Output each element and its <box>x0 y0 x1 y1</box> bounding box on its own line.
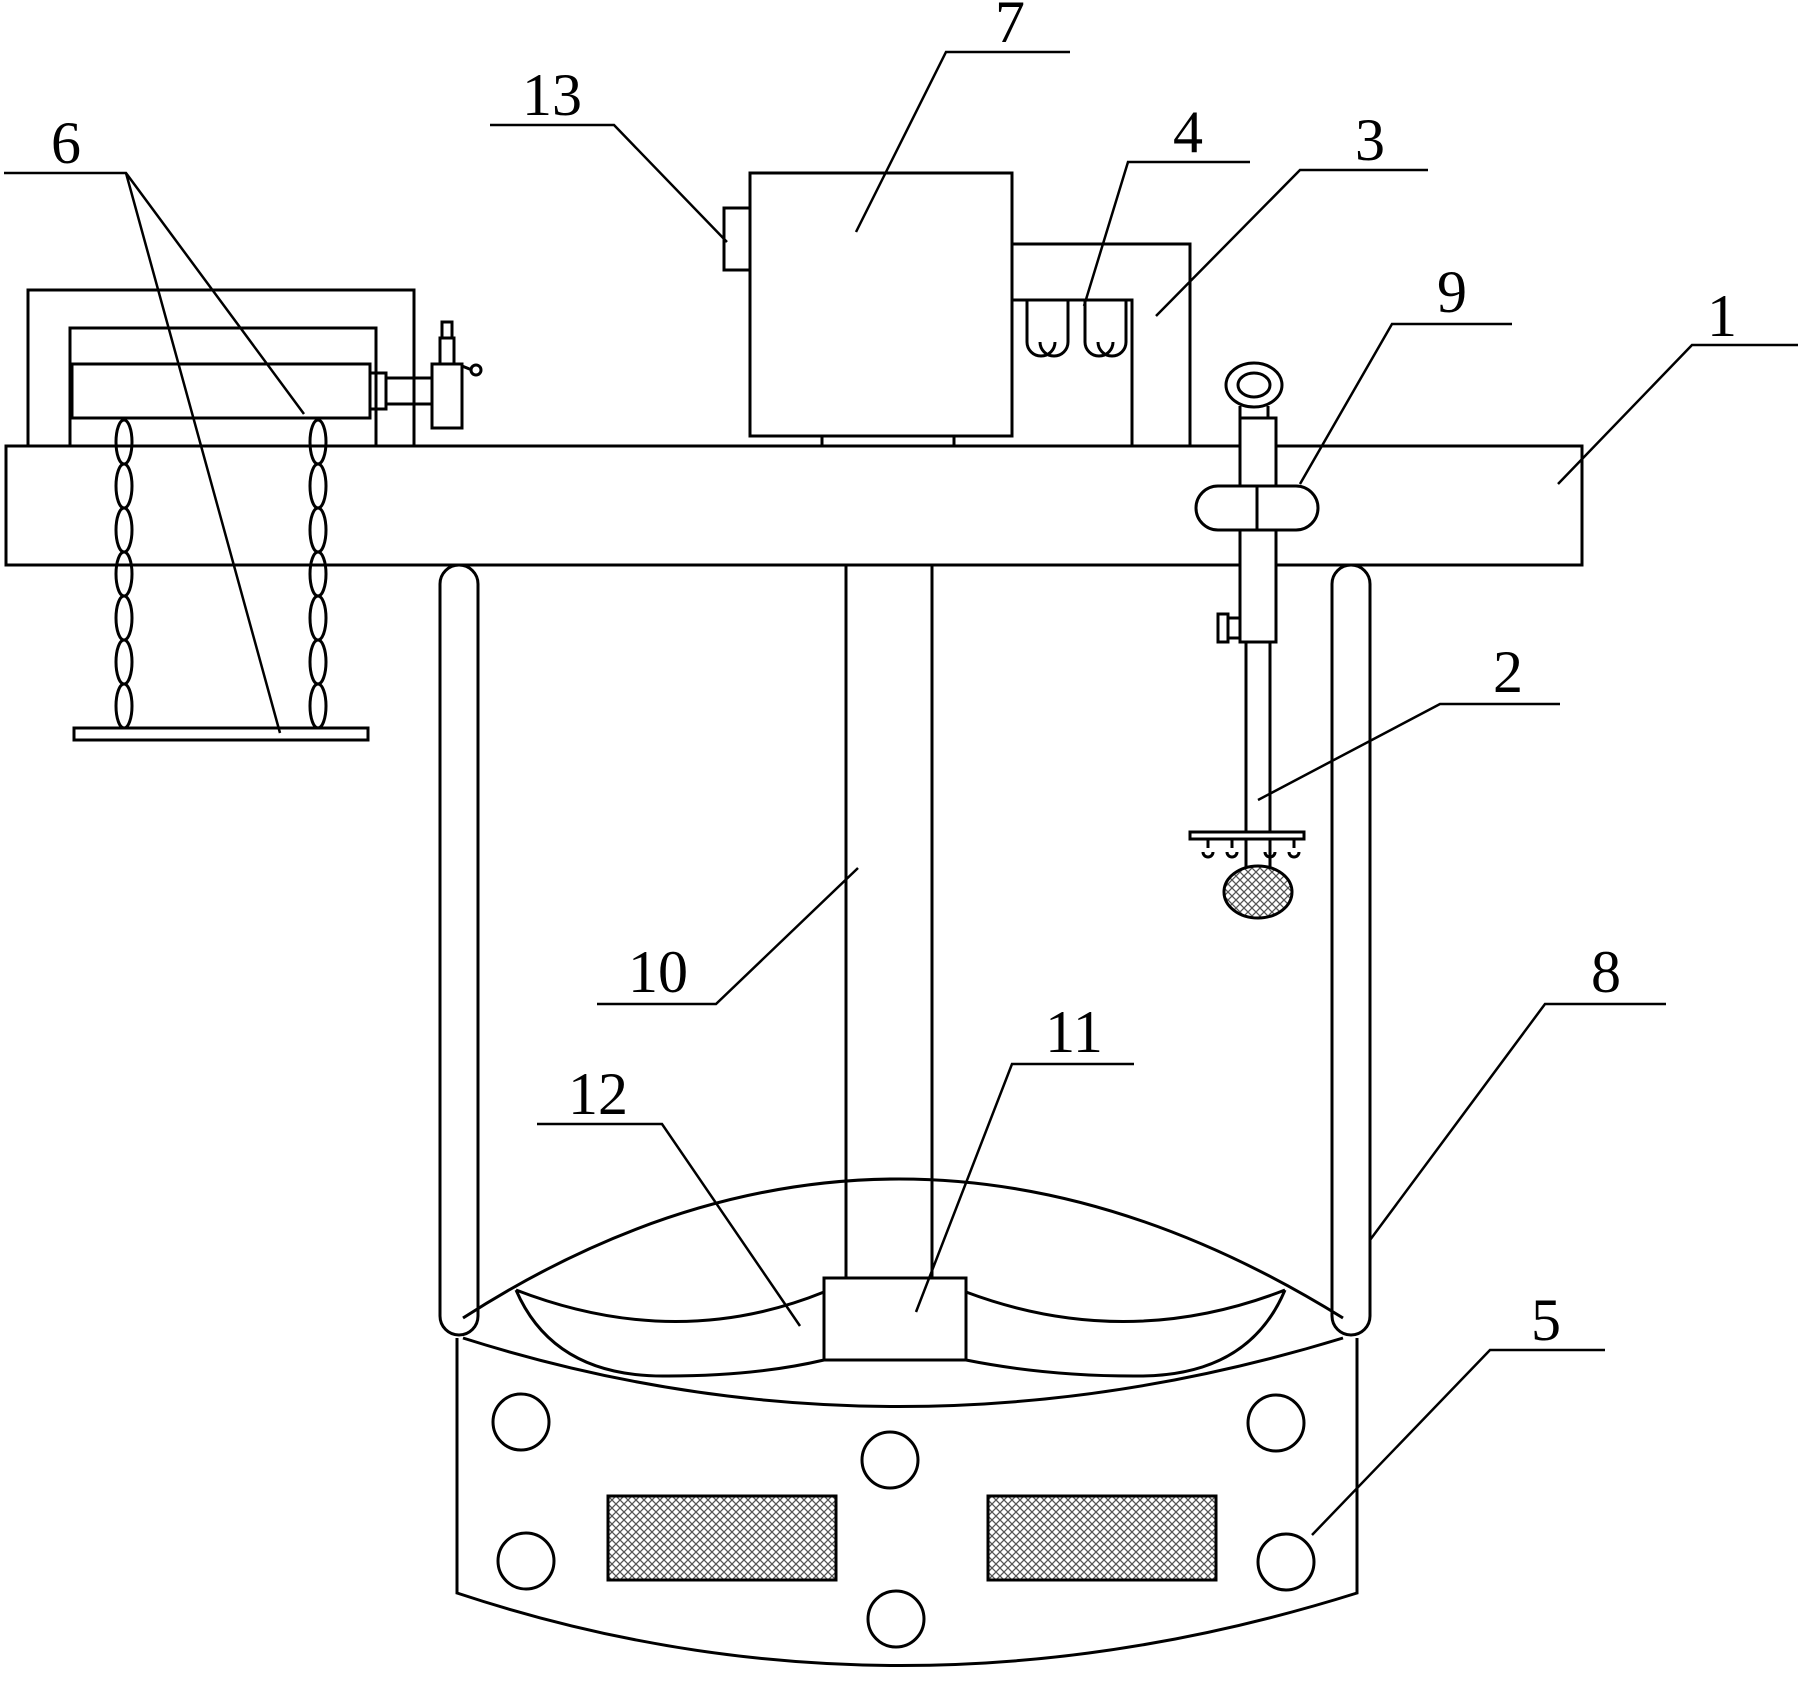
base-housing <box>455 1338 1359 1667</box>
bowl-inner-arc <box>462 1336 1344 1408</box>
hooks <box>1025 300 1128 358</box>
label-8: 8 <box>1591 939 1621 1005</box>
right-chain <box>308 418 328 730</box>
hub <box>822 1276 968 1362</box>
top-beam <box>4 444 1584 567</box>
winch-assembly <box>26 288 483 448</box>
label-10: 10 <box>628 939 688 1005</box>
right-blade <box>965 1288 1287 1378</box>
right-rod <box>1330 563 1372 1337</box>
label-3: 3 <box>1355 107 1385 173</box>
base-buttons <box>491 1392 1316 1649</box>
display-left <box>606 1494 838 1582</box>
display-right <box>986 1494 1218 1582</box>
bowl-outer-arc <box>462 1177 1344 1320</box>
bracket <box>1012 242 1192 446</box>
labels: 1 2 3 4 5 6 7 8 9 10 11 12 13 <box>51 0 1737 1353</box>
left-blade <box>514 1288 825 1378</box>
label-5: 5 <box>1531 1287 1561 1353</box>
label-6: 6 <box>51 110 81 176</box>
probe-assembly <box>1188 361 1320 920</box>
label-12: 12 <box>568 1061 628 1127</box>
label-4: 4 <box>1173 99 1203 165</box>
label-11: 11 <box>1045 999 1103 1065</box>
label-9: 9 <box>1437 259 1467 325</box>
leader-lines <box>4 50 1798 1536</box>
hanging-plate <box>72 726 370 742</box>
left-chain <box>114 418 134 730</box>
motor-base <box>820 434 956 448</box>
label-13: 13 <box>522 62 582 128</box>
label-7: 7 <box>995 0 1025 55</box>
motor-switch <box>722 206 752 272</box>
label-2: 2 <box>1493 639 1523 705</box>
left-rod <box>438 563 480 1337</box>
label-1: 1 <box>1707 283 1737 349</box>
motor <box>748 171 1014 438</box>
stir-shaft <box>844 563 934 1280</box>
